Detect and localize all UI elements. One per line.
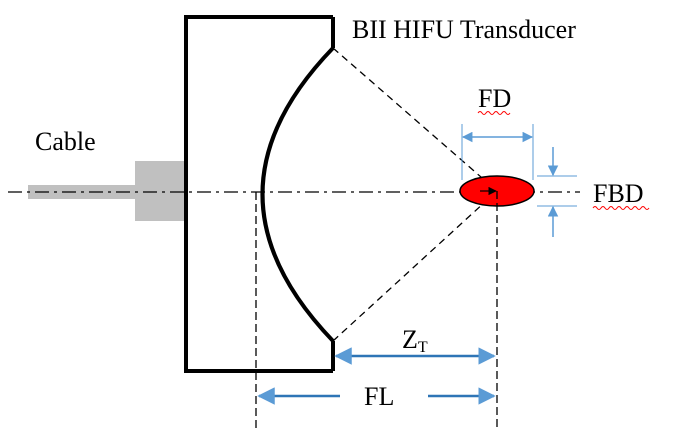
zt-label-main: Z xyxy=(402,325,418,354)
zt-label: ZT xyxy=(402,325,428,356)
transducer-curved-surface xyxy=(260,46,335,343)
fd-label: FD xyxy=(478,84,511,113)
beam-line-top xyxy=(332,47,498,192)
fl-label: FL xyxy=(364,382,394,411)
transducer-housing xyxy=(184,15,333,373)
fbd-label: FBD xyxy=(593,179,644,208)
fd-spellcheck-underline xyxy=(477,111,511,115)
fbd-spellcheck-underline xyxy=(592,206,650,210)
beam-line-bottom xyxy=(332,190,498,342)
cable-connector xyxy=(135,161,185,221)
cable-label: Cable xyxy=(35,127,96,156)
diagram-title: BII HIFU Transducer xyxy=(352,15,576,44)
zt-label-subscript: T xyxy=(418,339,428,356)
